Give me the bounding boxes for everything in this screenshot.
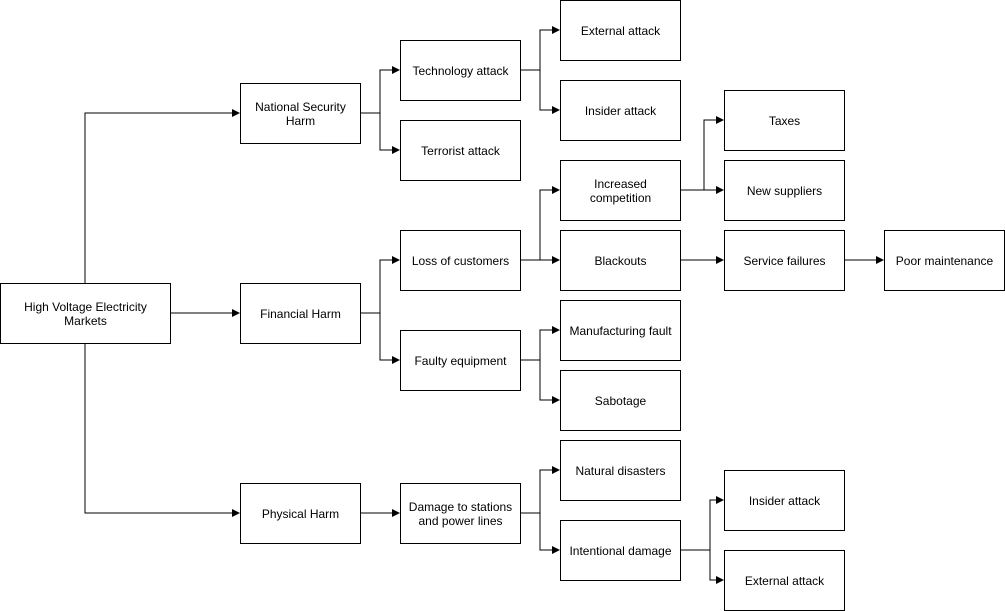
node-manufacturing-fault: Manufacturing fault: [560, 300, 681, 361]
node-natural-disasters: Natural disasters: [560, 440, 681, 501]
edge-technology-external: [521, 26, 560, 71]
node-poor-maintenance: Poor maintenance: [884, 230, 1005, 291]
edge-intentional-insider: [681, 496, 724, 551]
node-increased-competition-label: Increased competition: [589, 176, 652, 205]
edge-damage-natural: [521, 466, 560, 514]
node-external-attack-1: External attack: [560, 0, 681, 61]
edge-faulty-manufacturing: [521, 326, 560, 361]
edge-technology-insider: [539, 70, 560, 114]
node-damage-to-stations: Damage to stations and power lines: [400, 483, 521, 544]
edge-root-physical: [84, 343, 240, 517]
node-taxes: Taxes: [724, 90, 845, 151]
node-taxes-label: Taxes: [768, 113, 801, 128]
node-intentional-damage: Intentional damage: [560, 520, 681, 581]
node-insider-attack-2-label: Insider attack: [748, 493, 821, 508]
node-poor-maintenance-label: Poor maintenance: [895, 253, 994, 268]
node-insider-attack-1: Insider attack: [560, 80, 681, 141]
node-physical-harm-label: Physical Harm: [261, 506, 340, 521]
node-faulty-equipment: Faulty equipment: [400, 330, 521, 391]
edge-faulty-sabotage: [539, 360, 560, 404]
node-terrorist-attack: Terrorist attack: [400, 120, 521, 181]
edge-loss-competition: [521, 186, 560, 261]
edge-financial-loss: [361, 256, 400, 314]
node-new-suppliers: New suppliers: [724, 160, 845, 221]
node-sabotage: Sabotage: [560, 370, 681, 431]
node-financial-harm-label: Financial Harm: [260, 306, 341, 321]
node-external-attack-2-label: External attack: [744, 573, 825, 588]
node-external-attack-1-label: External attack: [580, 23, 661, 38]
node-new-suppliers-label: New suppliers: [746, 183, 823, 198]
node-root-label: High Voltage Electricity Markets: [24, 299, 147, 328]
node-increased-competition: Increased competition: [560, 160, 681, 221]
node-manufacturing-fault-label: Manufacturing fault: [569, 323, 672, 338]
edge-damage-intentional: [539, 513, 560, 554]
node-technology-attack: Technology attack: [400, 40, 521, 101]
node-national-security-harm: National Security Harm: [240, 83, 361, 144]
node-service-failures-label: Service failures: [743, 253, 826, 268]
node-sabotage-label: Sabotage: [594, 393, 647, 408]
edge-competition-taxes: [681, 116, 724, 191]
node-root: High Voltage Electricity Markets: [0, 283, 171, 344]
node-insider-attack-1-label: Insider attack: [584, 103, 657, 118]
node-financial-harm: Financial Harm: [240, 283, 361, 344]
edge-financial-faulty: [379, 313, 400, 364]
edge-national-terrorist: [379, 113, 400, 154]
node-service-failures: Service failures: [724, 230, 845, 291]
edge-intentional-external: [709, 550, 724, 584]
node-blackouts: Blackouts: [560, 230, 681, 291]
node-national-security-harm-label: National Security Harm: [255, 99, 346, 128]
node-insider-attack-2: Insider attack: [724, 470, 845, 531]
node-natural-disasters-label: Natural disasters: [575, 463, 666, 478]
edge-national-technology: [361, 66, 400, 114]
node-external-attack-2: External attack: [724, 550, 845, 611]
node-physical-harm: Physical Harm: [240, 483, 361, 544]
node-damage-to-stations-label: Damage to stations and power lines: [408, 499, 513, 528]
node-loss-of-customers-label: Loss of customers: [411, 253, 510, 268]
node-loss-of-customers: Loss of customers: [400, 230, 521, 291]
node-faulty-equipment-label: Faulty equipment: [414, 353, 507, 368]
node-terrorist-attack-label: Terrorist attack: [421, 143, 500, 158]
node-technology-attack-label: Technology attack: [412, 63, 509, 78]
node-intentional-damage-label: Intentional damage: [569, 543, 672, 558]
node-blackouts-label: Blackouts: [594, 253, 647, 268]
edge-root-national-security: [84, 109, 240, 283]
